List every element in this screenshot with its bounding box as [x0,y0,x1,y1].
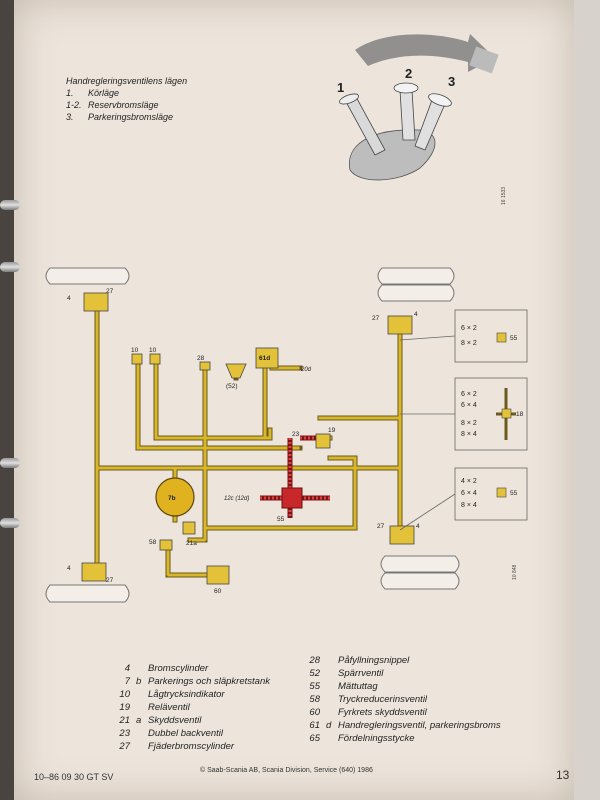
test-fitting-block [281,487,303,509]
ref-label: 27 [106,577,114,584]
config-text: 6 × 2 [461,391,477,398]
ref-label: 61d [259,355,270,362]
low-pressure-indicator [149,353,161,365]
page-number: 13 [556,768,570,782]
copyright: © Saab-Scania AB, Scania Division, Servi… [200,767,373,774]
ref-label: 12c (12d) [224,496,249,502]
filling-nipple [199,361,211,371]
binder-ring [0,458,20,468]
lever-illustration: 1 2 3 16 1533 [337,34,507,205]
position-item: 1-2.Reservbromsläge [66,100,159,110]
figure-code: 10 848 [512,564,518,580]
config-text: 6 × 2 [461,325,477,332]
config-text: 8 × 2 [461,420,477,427]
ref-label: 27 [377,523,385,530]
binder-ring [0,200,20,210]
pneumatic-pipes [94,307,403,578]
ref-label: 58 [149,539,157,546]
config-text: 8 × 4 [461,502,477,509]
air-tank [155,477,195,517]
pressure-reducing-valve [159,539,173,551]
ref-label: 21a [186,540,197,547]
ref-label: 19 [328,427,336,434]
ref-label: 18 [516,411,524,418]
configuration-boxes [399,309,528,531]
position-item: 1.Körläge [66,88,120,98]
ref-label: 4 [67,565,71,572]
protection-valve [182,521,196,535]
lever-number: 1 [337,80,344,95]
four-circuit-protection-valve [206,565,230,585]
binder-ring [0,262,20,272]
ref-label: 20d [300,367,312,373]
ref-label: 10 [149,347,157,354]
brake-cylinder [387,315,413,335]
ref-label: 27 [106,288,114,295]
config-text: 4 × 2 [461,478,477,485]
document-code: 10–86 09 30 GT SV [34,772,114,782]
config-text: 6 × 4 [461,402,477,409]
lever-number: 2 [405,66,412,81]
ref-label: 10 [131,347,139,354]
brake-cylinder [81,562,107,582]
ref-label: 55 [510,335,518,342]
ref-label: 7b [168,495,176,502]
ref-label: 4 [414,311,418,318]
wheels [45,267,460,603]
ref-label: 55 [277,516,285,523]
relay-valve [315,433,331,449]
manual-page [14,0,574,800]
adjacent-page-edge [574,0,600,800]
ref-label: 27 [372,315,380,322]
check-valve [225,363,247,379]
lever-number: 3 [448,74,455,89]
ref-label: (52) [226,383,238,390]
ref-label: 60 [214,588,222,595]
brake-cylinder [389,525,415,545]
position-item: 3.Parkeringsbromsläge [66,112,174,122]
positions-title: Handregleringsventilens lägen [66,76,188,86]
config-text: 6 × 4 [461,490,477,497]
ref-label: 4 [416,523,420,530]
config-text: 8 × 2 [461,340,477,347]
binder-ring [0,518,20,528]
config-text: 8 × 4 [461,431,477,438]
ref-label: 4 [67,295,71,302]
ref-label: 23 [292,431,300,438]
components [81,292,415,585]
figure-code: 16 1533 [501,187,507,205]
brake-cylinder [83,292,109,312]
low-pressure-indicator [131,353,143,365]
ref-label: 55 [510,490,518,497]
ref-label: 28 [197,355,205,362]
hand-control-valve [255,347,279,369]
